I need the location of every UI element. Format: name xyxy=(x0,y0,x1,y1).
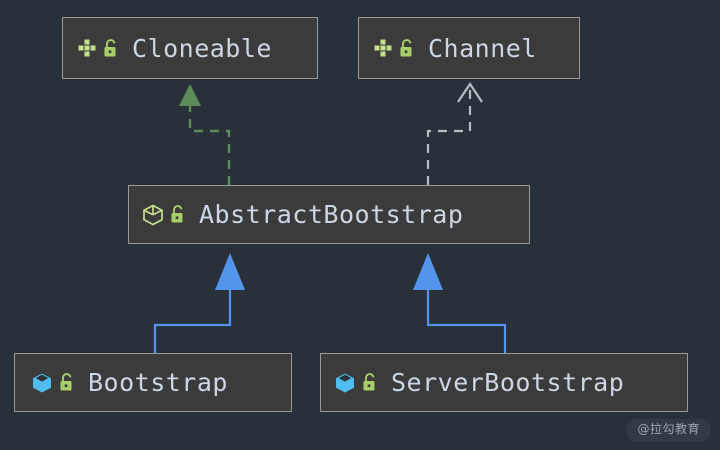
arrowhead-filled-triangle xyxy=(413,253,443,290)
class-name-label: Cloneable xyxy=(132,33,272,63)
edge-serverbootstrap-extends-abstractbootstrap xyxy=(413,253,507,353)
class-name-label: Bootstrap xyxy=(88,368,228,397)
lock-icon xyxy=(103,38,118,58)
node-icons xyxy=(30,371,74,395)
interface-icon xyxy=(372,37,394,59)
class-node-cloneable[interactable]: Cloneable xyxy=(62,17,318,79)
class-node-abstractbootstrap[interactable]: AbstractBootstrap xyxy=(128,185,530,244)
arrowhead-open-triangle xyxy=(457,82,483,103)
lock-icon xyxy=(59,373,74,392)
node-icons xyxy=(76,37,118,59)
class-name-label: ServerBootstrap xyxy=(391,368,625,397)
node-icons xyxy=(141,203,185,227)
arrowhead-filled-triangle xyxy=(179,84,201,106)
class-cube-icon xyxy=(30,371,54,395)
class-node-serverbootstrap[interactable]: ServerBootstrap xyxy=(320,353,688,412)
class-cube-icon xyxy=(333,371,357,395)
lock-icon xyxy=(170,205,185,224)
lock-icon xyxy=(399,38,414,58)
abstract-class-cube-icon xyxy=(141,203,165,227)
class-node-channel[interactable]: Channel xyxy=(358,17,580,79)
class-node-bootstrap[interactable]: Bootstrap xyxy=(14,353,292,412)
class-name-label: AbstractBootstrap xyxy=(199,200,464,229)
interface-icon xyxy=(76,37,98,59)
arrowhead-filled-triangle xyxy=(215,253,245,290)
edge-abstractbootstrap-implements-channel xyxy=(426,82,483,185)
node-icons xyxy=(333,371,377,395)
class-name-label: Channel xyxy=(428,33,537,63)
node-icons xyxy=(372,37,414,59)
watermark: @拉勾教育 xyxy=(626,419,711,442)
edge-abstractbootstrap-implements-cloneable xyxy=(179,84,231,185)
edge-bootstrap-extends-abstractbootstrap xyxy=(153,253,245,353)
lock-icon xyxy=(362,373,377,392)
